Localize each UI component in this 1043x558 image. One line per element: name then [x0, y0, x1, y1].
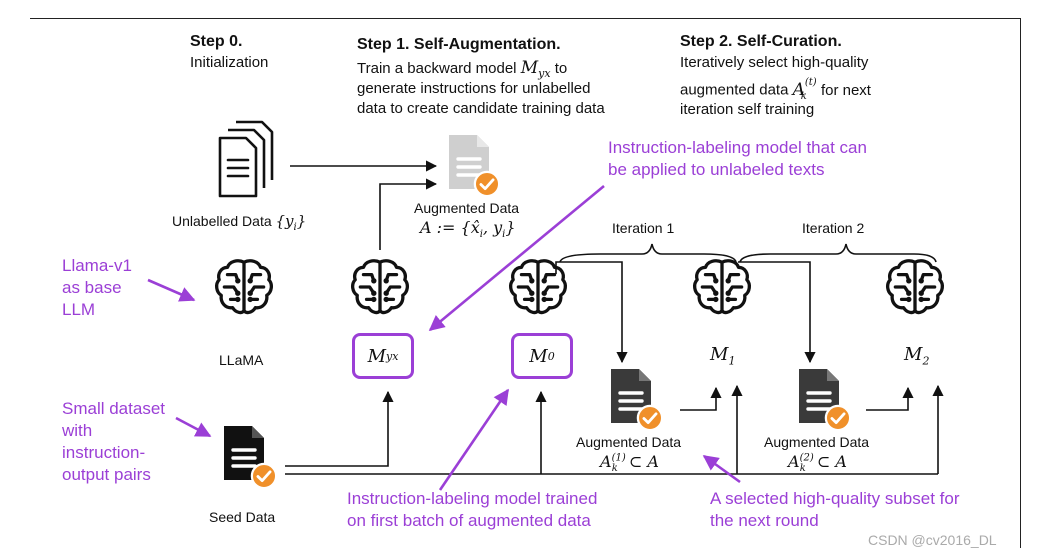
- unlabelled-data-math: {y: [275, 212, 294, 230]
- annotation-small-dataset-line1: Small dataset: [62, 399, 165, 418]
- myx-sub: yx: [386, 349, 399, 363]
- myx-brain-icon: [350, 259, 410, 315]
- step2-line2-var: A: [792, 79, 805, 100]
- llama-label: LLaMA: [219, 352, 264, 368]
- step2-line2: augmented data A(t) k for next: [680, 76, 871, 107]
- annotation-llama-line3: LLM: [62, 300, 96, 319]
- annotation-small-dataset-line2: with: [62, 421, 93, 440]
- step2-line2-math: A(t) k: [792, 77, 817, 103]
- step2-line1: Iteratively select high-quality: [680, 54, 869, 71]
- annotation-trained-first-batch-line2: on first batch of augmented data: [347, 511, 591, 530]
- augmented-math-sub2: i: [502, 229, 506, 241]
- step1-line1-suffix: to: [554, 60, 568, 77]
- step2-line2-suffix: for next: [820, 81, 871, 99]
- m2-sub: 2: [922, 354, 930, 368]
- m2-var: M: [904, 344, 923, 365]
- step1-line1: Train a backward model Myx to: [357, 58, 567, 84]
- annotation-arrows: [147, 184, 741, 491]
- step1-line1-sub: yx: [538, 67, 551, 80]
- annotation-selected-subset-line1: A selected high-quality subset for: [710, 489, 960, 508]
- unlabelled-data-text: Unlabelled Data: [172, 213, 272, 229]
- m1-model-label: M1: [710, 344, 735, 368]
- m2-model-label: M2: [904, 344, 929, 368]
- step0-line1: Initialization: [190, 54, 269, 71]
- annotation-instruction-labeling-line1: Instruction-labeling model that can: [608, 138, 867, 157]
- augmented-data-2-label: Augmented Data: [764, 434, 870, 450]
- aug1-var: A: [600, 452, 612, 471]
- m2-brain-icon: [885, 259, 945, 315]
- unlabelled-data-label: Unlabelled Data {yi}: [172, 212, 306, 233]
- aug1-sub: k: [611, 463, 618, 475]
- augmented-data-label: Augmented Data: [414, 200, 520, 216]
- augmented-math-rest: , y: [482, 218, 503, 237]
- annotation-small-dataset-line4: output pairs: [62, 465, 151, 484]
- aug2-sub: k: [799, 463, 806, 475]
- augmented-check-badge-icon: [473, 170, 501, 198]
- frame-right-border: [1020, 18, 1021, 548]
- unlabelled-data-math-sub: i: [293, 222, 297, 233]
- step2-line2-sup: (t): [804, 77, 817, 88]
- flow-arrows: [285, 160, 944, 475]
- step0-title: Step 0.: [190, 33, 243, 50]
- seed-data-label: Seed Data: [209, 509, 276, 525]
- augmented-1-check-badge-icon: [636, 404, 664, 432]
- llama-brain-icon: [214, 259, 274, 315]
- augmented-data-1-label: Augmented Data: [576, 434, 682, 450]
- step1-line2: generate instructions for unlabelled: [357, 80, 591, 97]
- aug2-var: A: [788, 452, 800, 471]
- augmented-2-check-badge-icon: [824, 404, 852, 432]
- myx-var: M: [367, 345, 386, 367]
- m0-var: M: [529, 345, 548, 367]
- step2-line2-sub: k: [800, 91, 807, 103]
- augmented-data-math: A := {x̂i, yi}: [420, 218, 516, 240]
- document-stack-icon: [218, 120, 274, 198]
- augmented-math-sub1: i: [479, 229, 483, 241]
- annotation-instruction-labeling-line2: be applied to unlabeled texts: [608, 160, 825, 179]
- m1-sub: 1: [728, 354, 736, 368]
- augmented-data-1-math: A(1)k ⊂ A: [600, 452, 659, 474]
- m1-var: M: [710, 344, 729, 365]
- watermark: CSDN @cv2016_DL: [868, 532, 997, 548]
- m0-sub: 0: [547, 349, 555, 363]
- augmented-math-a: A := {x̂: [420, 218, 480, 237]
- step1-line3: data to create candidate training data: [357, 100, 605, 117]
- annotation-small-dataset-line3: instruction-: [62, 443, 146, 462]
- step2-title: Step 2. Self-Curation.: [680, 33, 842, 50]
- frame-top-border: [30, 18, 1020, 19]
- seed-check-badge-icon: [250, 462, 278, 490]
- aug2-rest: ⊂ A: [816, 452, 847, 471]
- iteration-1-label: Iteration 1: [612, 220, 675, 236]
- augmented-data-2-math: A(2)k ⊂ A: [788, 452, 847, 474]
- augmented-math-close: }: [505, 218, 516, 237]
- annotation-llama-line2: as base: [62, 278, 122, 297]
- aug1-rest: ⊂ A: [628, 452, 659, 471]
- annotation-selected-subset-line2: the next round: [710, 511, 819, 530]
- step1-line1-prefix: Train a backward model: [357, 60, 517, 77]
- unlabelled-data-math-close: }: [296, 212, 307, 230]
- step2-line2-prefix: augmented data: [680, 81, 789, 99]
- annotation-trained-first-batch-line1: Instruction-labeling model trained: [347, 489, 598, 508]
- step1-title: Step 1. Self-Augmentation.: [357, 36, 561, 53]
- annotation-llama-line1: Llama-v1: [62, 256, 132, 275]
- m0-brain-icon: [508, 259, 568, 315]
- step1-line1-var: M: [520, 58, 539, 78]
- iteration-2-label: Iteration 2: [802, 220, 865, 236]
- m1-brain-icon: [692, 259, 752, 315]
- step2-line3: iteration self training: [680, 101, 815, 118]
